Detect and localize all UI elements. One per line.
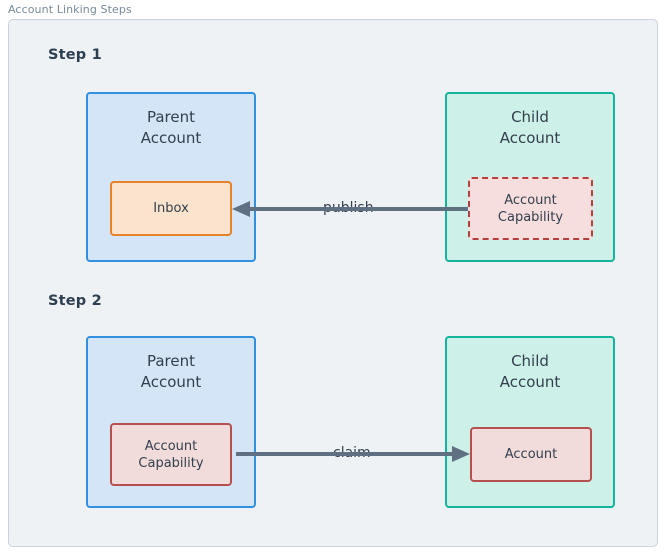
step-1-parent-account-node[interactable]: Parent Account xyxy=(86,92,256,262)
step-1-child-account-title: Child Account xyxy=(499,108,561,147)
step-1-edge-label-publish: publish xyxy=(316,199,381,217)
step-2-child-account-title: Child Account xyxy=(499,352,561,391)
step-2-child-account-node[interactable]: Child Account xyxy=(445,336,615,508)
step-1-parent-account-title: Parent Account xyxy=(140,108,202,147)
step-2-edge-label-claim: claim xyxy=(326,444,378,462)
step-1-account-capability-node[interactable]: Account Capability xyxy=(468,177,593,240)
step-2-parent-account-title: Parent Account xyxy=(140,352,202,391)
step-2-label: Step 2 xyxy=(48,293,102,309)
step-1-label: Step 1 xyxy=(48,47,102,63)
step-1-inbox-node[interactable]: Inbox xyxy=(110,181,232,236)
step-2-account-node[interactable]: Account xyxy=(470,427,592,482)
diagram-caption: Account Linking Steps xyxy=(8,3,132,16)
step-2-account-capability-node[interactable]: Account Capability xyxy=(110,423,232,486)
